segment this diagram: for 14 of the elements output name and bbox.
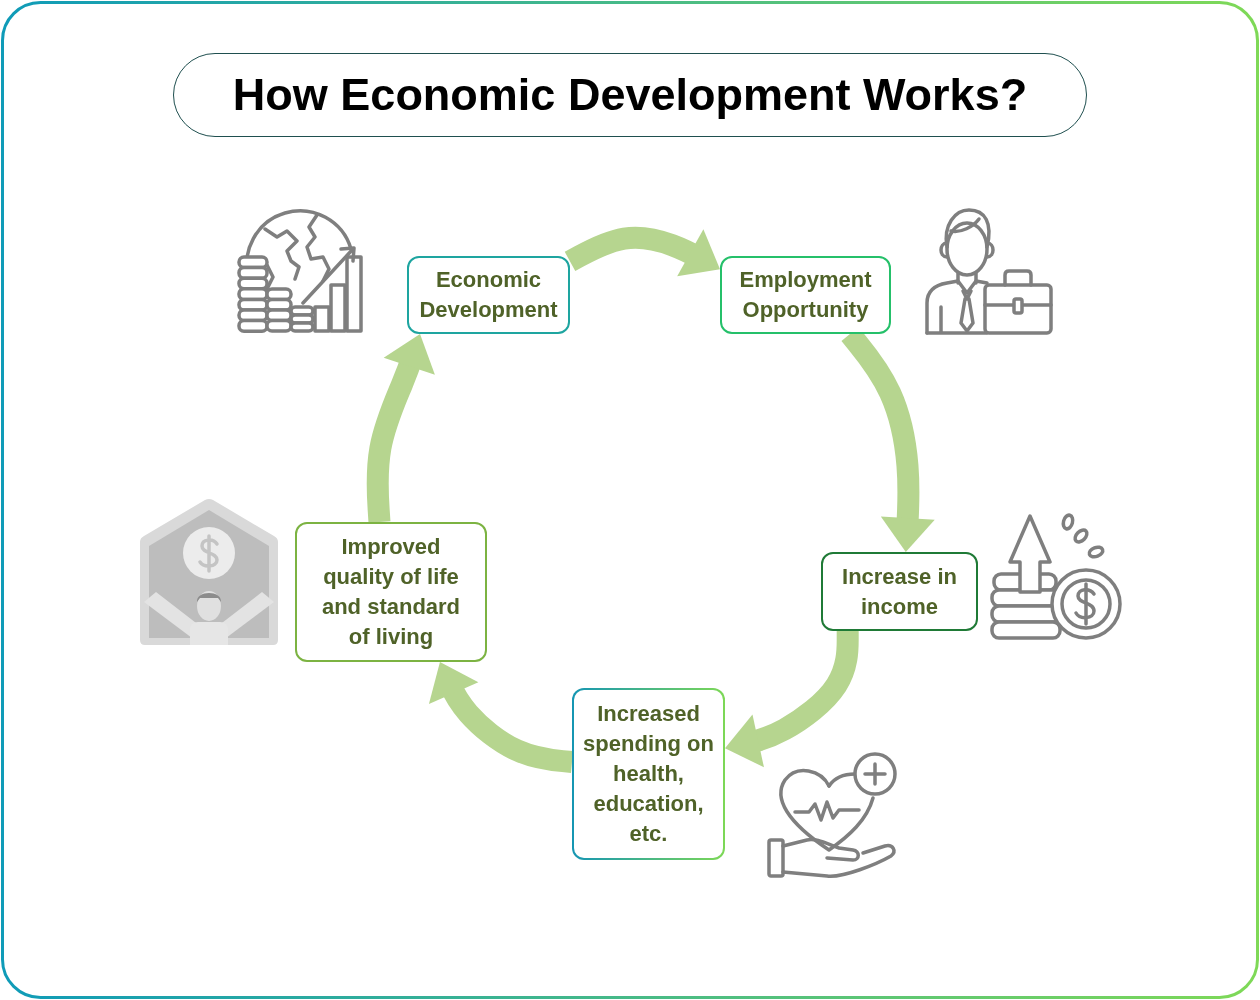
- title-text: How Economic Development Works?: [232, 69, 1028, 121]
- process-box: [720, 256, 891, 334]
- node-text: Increase in income: [841, 562, 958, 621]
- curved-arrow: [428, 662, 574, 773]
- node-text: Employment Opportunity: [738, 266, 873, 324]
- node-text: Improved quality of life and standard of living: [320, 533, 462, 651]
- curved-arrow: [564, 226, 720, 277]
- process-box: [407, 256, 570, 334]
- process-box: [572, 688, 725, 860]
- node-text: Increased spending on health, education, etc.: [582, 700, 715, 848]
- node-text: Economic Development: [418, 266, 559, 324]
- process-box: [295, 522, 487, 662]
- curved-arrow: [366, 334, 435, 523]
- process-box: [821, 552, 978, 631]
